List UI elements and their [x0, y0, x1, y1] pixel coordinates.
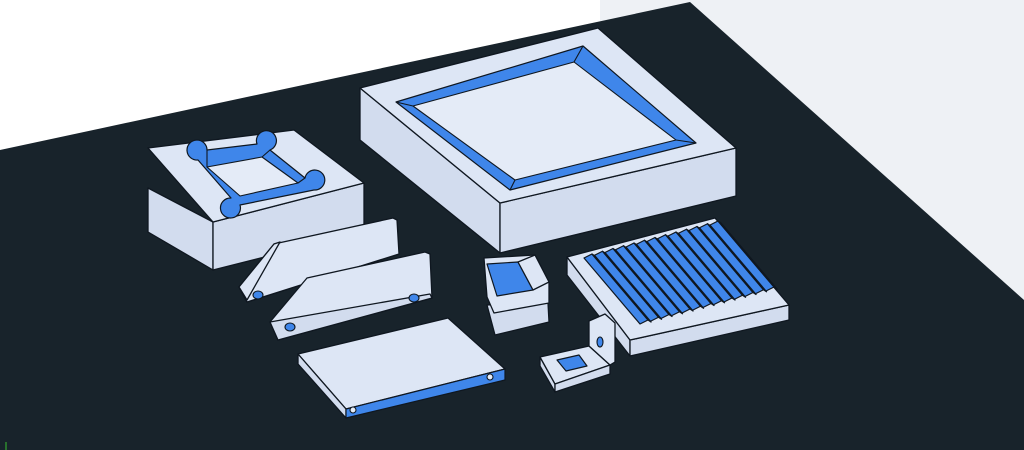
- flat-plate[interactable]: [297, 317, 506, 419]
- finned-heatsink[interactable]: [566, 217, 790, 357]
- corner-bracket[interactable]: [483, 254, 550, 336]
- l-bracket[interactable]: [539, 313, 616, 393]
- heatsink-fins: [583, 220, 778, 325]
- angle-plate-back[interactable]: [238, 217, 400, 303]
- square-tray[interactable]: [359, 27, 737, 254]
- heatsink-fin-edge: [717, 220, 778, 290]
- angle-plate-front[interactable]: [269, 251, 433, 341]
